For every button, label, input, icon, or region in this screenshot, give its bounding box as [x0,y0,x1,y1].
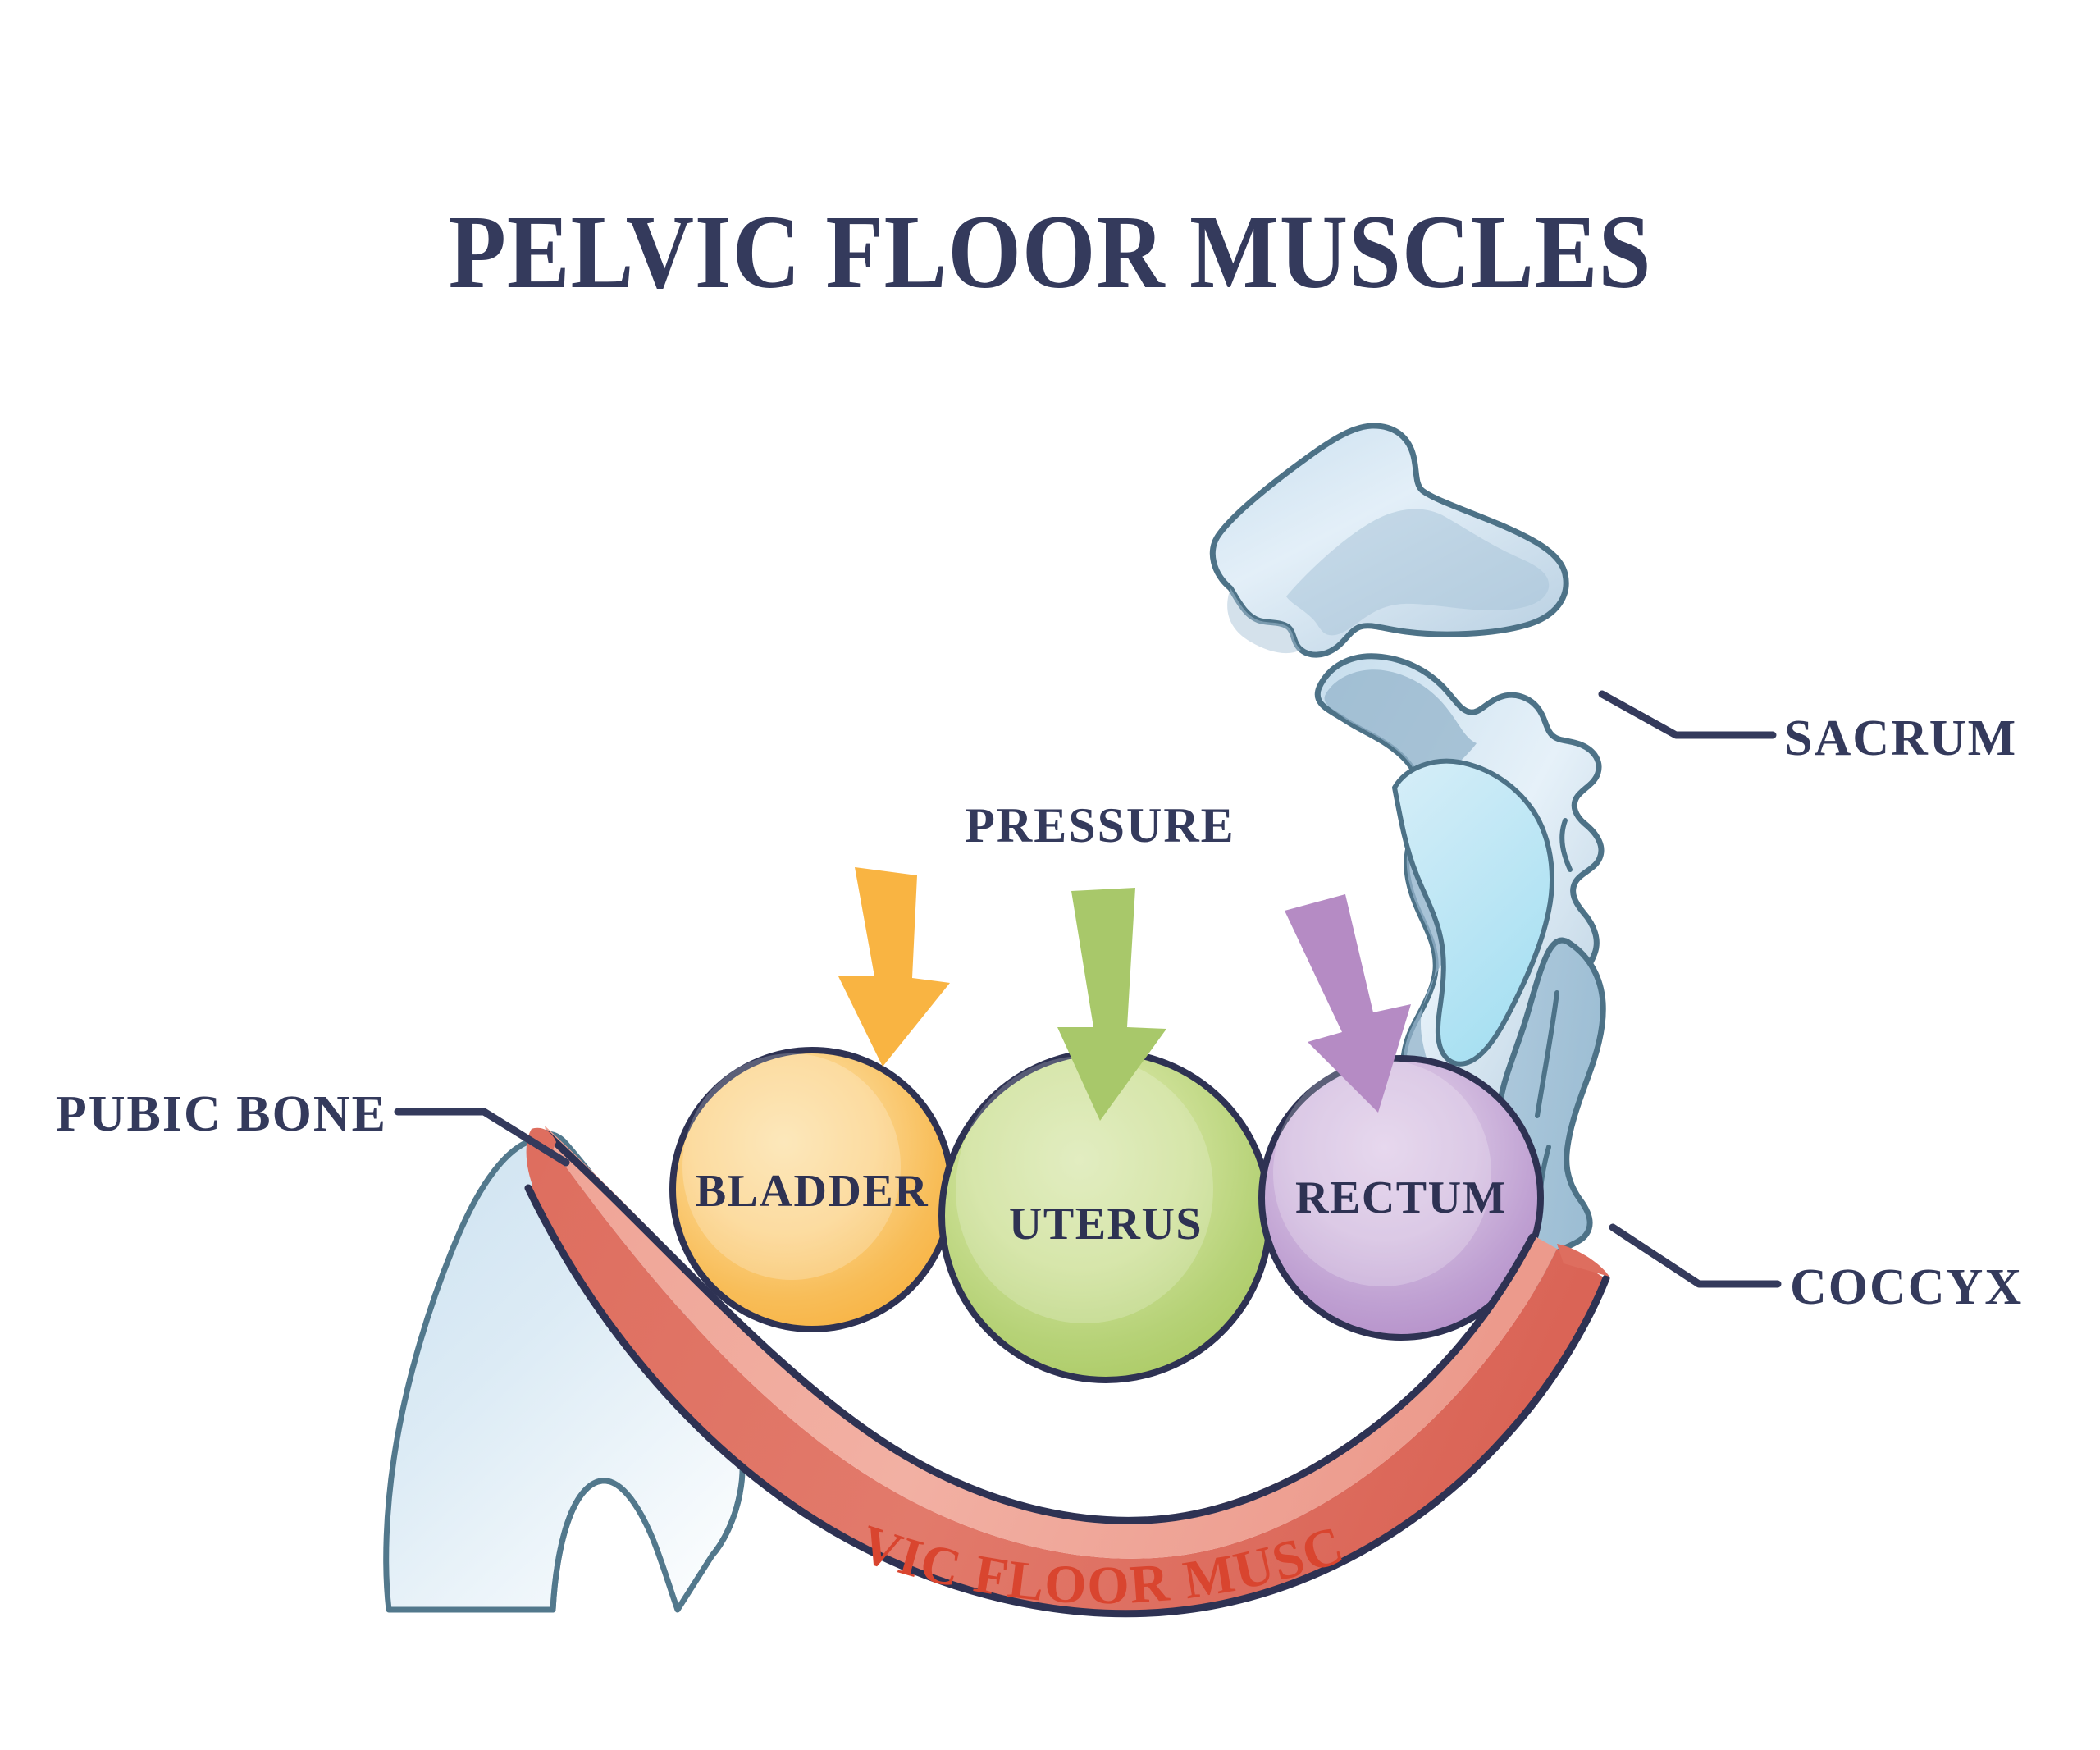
label-rectum: RECTUM [1295,1172,1507,1223]
lumbar-vertebra-shape [1209,423,1569,658]
bladder-pressure-arrow [838,867,950,1067]
organ-rectum [1258,1055,1544,1341]
sacrum-leader-line [1598,690,1777,739]
coccyx-leader-line [1609,1223,1782,1288]
label-uterus: UTERUS [1009,1199,1203,1250]
pelvic-floor-muscle-sling [524,1126,1610,1618]
rectum-pressure-arrow [1285,894,1411,1113]
label-pubic-bone: PUBIC BONE [56,1086,387,1142]
label-coccyx: COCCYX [1790,1259,2023,1315]
page-title: PELVIC FLOOR MUSCLES [448,194,1652,310]
label-bladder: BLADDER [696,1166,929,1217]
organ-bladder [669,1047,955,1332]
pubic-bone-leader-line [394,1108,570,1167]
organ-uterus [938,1049,1273,1383]
label-pressure: PRESSURE [965,798,1235,852]
label-sacrum: SACRUM [1784,711,2017,766]
uterus-pressure-arrow [1057,888,1166,1121]
